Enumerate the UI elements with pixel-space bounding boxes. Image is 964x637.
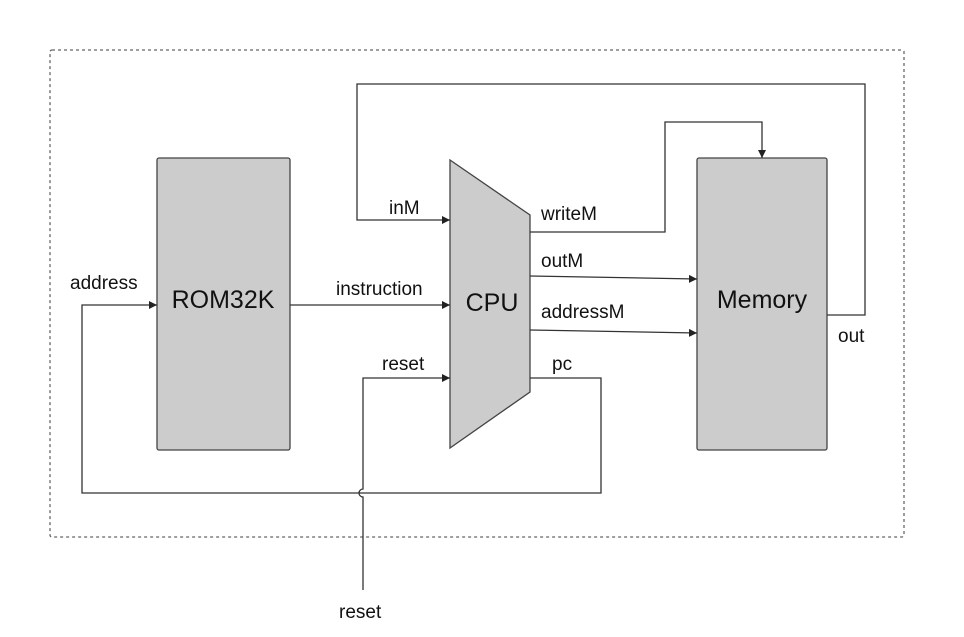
writeM-label: writeM (540, 204, 597, 225)
computer-boundary (49, 49, 905, 538)
pc-label: pc (552, 354, 572, 375)
rom32k-block: ROM32K (156, 157, 291, 451)
pc-to-address-wire (81, 301, 602, 494)
outM-wire (529, 274, 698, 283)
reset-in-label: reset (382, 354, 425, 375)
address-label: address (70, 273, 138, 294)
addressM-wire (529, 328, 698, 337)
reset-wire (358, 374, 450, 590)
reset-external-label: reset (339, 602, 382, 623)
out-to-inM-wire (356, 83, 866, 316)
outM-label: outM (541, 251, 583, 272)
rom32k-label: ROM32K (172, 286, 275, 314)
out-label: out (838, 326, 865, 347)
memory-block: Memory (696, 157, 828, 451)
addressM-label: addressM (541, 302, 624, 323)
cpu-label: CPU (466, 289, 519, 317)
memory-label: Memory (717, 286, 808, 314)
cpu-block: CPU (449, 158, 531, 450)
instruction-label: instruction (336, 279, 423, 300)
writeM-wire (530, 121, 766, 233)
inM-label: inM (389, 198, 420, 219)
